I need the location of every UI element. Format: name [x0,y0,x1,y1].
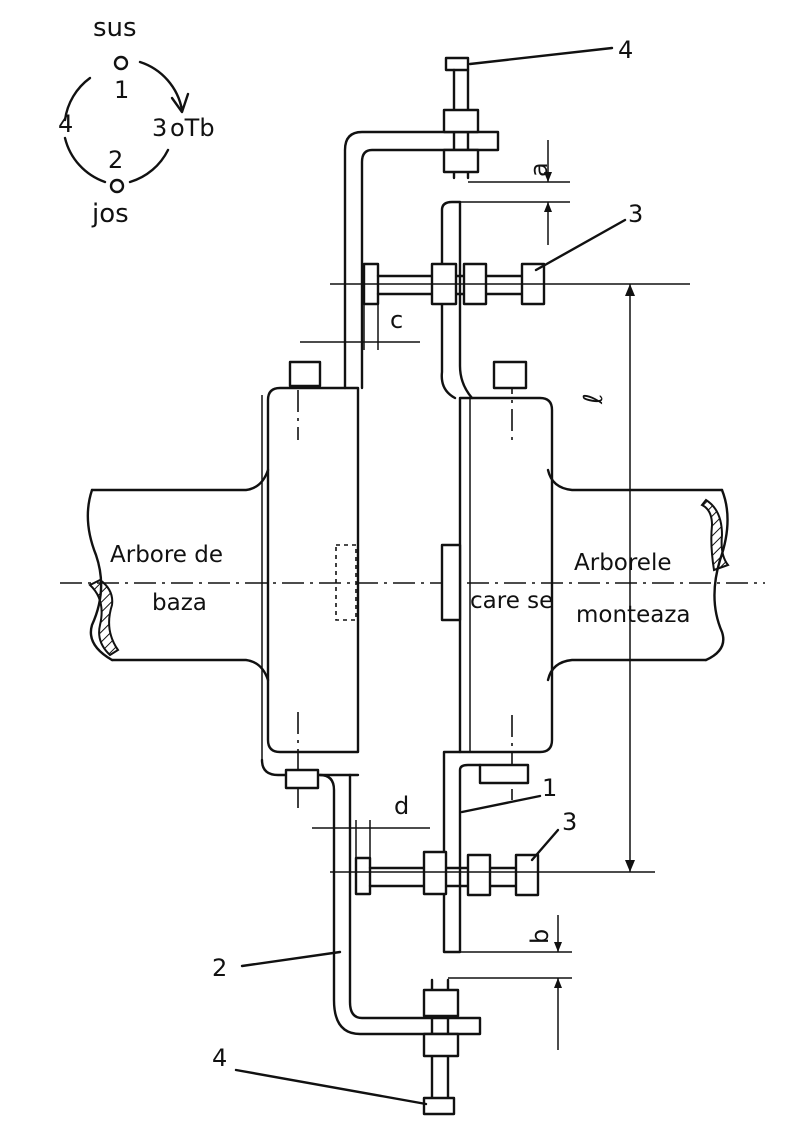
callout-lower-bolt-number: 3 [562,808,577,836]
dimension-b: b [448,915,572,1050]
dim-a-label: a [525,162,553,177]
dim-l-label: ℓ [579,393,609,405]
lower-bracket-2 [318,773,482,1036]
bottom-radial-screw [422,978,460,1116]
key-top-marker [113,55,129,71]
callout-top-screw-number: 4 [618,36,633,64]
callout-lower-bracket-number: 1 [542,774,557,802]
right-hub [440,360,554,800]
callout-top-bolt-number: 3 [628,200,643,228]
right-hub-body [458,396,554,754]
key-arc-upper-right [138,60,184,112]
left-hub-upper-screw-head [288,360,322,388]
key-bottom-marker [109,178,125,194]
right-shaft-break-line [704,488,729,662]
callout-left-bracket-leader [240,950,342,968]
dim-a-arrowhead-lower [544,202,552,212]
rotation-key: sus 1 4 3 oTb 2 jos [58,13,215,229]
right-hub-key [440,543,462,622]
bottom-screw-nut-upper [422,988,460,1018]
key-arc-lower-left [63,136,107,184]
key-bottom-label: jos [91,199,129,229]
dim-c-label: c [390,306,403,334]
left-shaft-label-line1: Arbore de [110,542,223,568]
callout-bottom-screw-leader [234,1068,428,1106]
right-shaft-label-line1: Arborele [574,550,672,576]
lower-bracket-1 [442,750,482,954]
dim-l-arrowhead-upper [625,284,635,296]
right-shaft-bottom-edge [546,658,708,682]
callout-top-bolt-leader [534,218,627,272]
key-right-suffix: oTb [170,114,215,142]
right-shaft-label-line2b: monteaza [576,602,690,628]
left-shaft-top-edge [90,468,270,492]
key-pos-top: 1 [114,76,129,104]
dimension-l: ℓ [330,283,690,873]
bottom-screw-nut-lower [422,1032,460,1058]
right-shaft-top-edge [546,468,724,492]
top-screw-nut-lower [442,148,480,174]
lower-bolt-head [354,856,372,896]
dimension-c: c [300,304,420,350]
key-rotation-arrow [170,92,190,114]
dim-a-arrowhead-upper [544,172,552,182]
upper-bracket [343,130,500,390]
lower-bolt-nut-left [422,850,448,896]
left-hub [260,360,360,810]
right-hub-lower-screw-head [478,763,530,785]
callout-left-bracket-number: 2 [212,954,227,982]
key-arc-upper-left [63,76,92,122]
callout-lower-bolt-leader [530,828,560,862]
dimension-d: d [312,792,430,880]
left-hub-lower-flange [260,758,360,777]
dim-b-label: b [526,929,554,944]
left-hub-keyway [335,544,357,621]
callout-bottom-screw-number: 4 [212,1044,227,1072]
callout-lower-bracket-leader [460,794,542,814]
key-arc-lower-right [128,148,170,184]
left-hub-body [266,386,360,754]
right-hub-upper-screw-head [492,360,528,390]
left-hub-lower-screw-head [284,768,320,790]
dim-l-arrowhead-lower [625,860,635,872]
bottom-screw-head [422,1096,456,1116]
right-shaft-section-hatch [700,498,730,572]
right-shaft-label-line2a: care se [470,588,553,614]
left-shaft-section-hatch [88,578,120,657]
dim-b-arrowhead-upper [554,942,562,952]
key-pos-bottom: 2 [108,146,123,174]
top-screw-head [444,56,470,72]
upper-pointer-bracket [440,200,474,400]
dim-b-arrowhead-lower [554,978,562,988]
right-shaft [546,468,730,682]
dim-d-label: d [394,792,409,820]
lower-bolt-nut-mid [466,853,492,897]
lower-axial-bolt [354,850,540,897]
lower-bolt-nut-right [514,853,540,897]
key-pos-right: 3 [152,114,167,142]
callout-top-screw-leader [468,46,614,66]
top-screw-nut-upper [442,108,480,134]
left-shaft-bottom-edge [110,658,270,682]
dimension-a: a [460,140,570,245]
left-shaft [86,468,270,682]
key-top-label: sus [93,13,137,43]
key-pos-left: 4 [58,110,73,138]
top-radial-screw [442,56,480,180]
left-shaft-label-line2: baza [152,590,207,616]
